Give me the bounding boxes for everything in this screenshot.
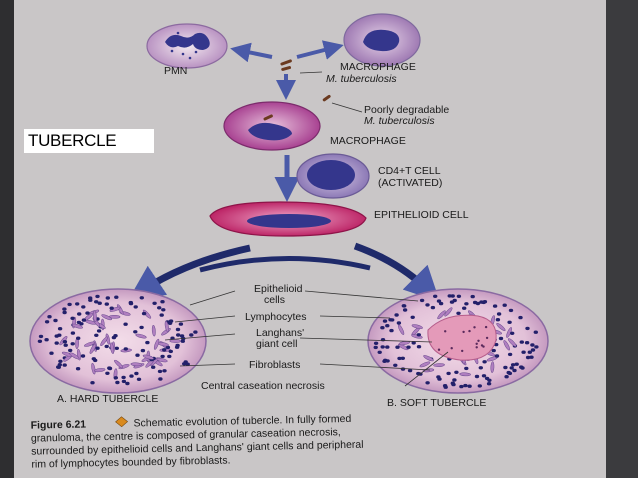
diamond-icon [115, 416, 129, 428]
macrophage-top-cell [343, 13, 421, 67]
arrows-top [230, 40, 344, 100]
caption-line1: Schematic evolution of tubercle. In full… [133, 413, 351, 430]
label-hard: A. HARD TUBERCLE [57, 393, 158, 405]
label-epithelioid-cells-1: Epithelioid [254, 283, 303, 295]
label-central: Central caseation necrosis [201, 380, 325, 392]
label-pmn: PMN [164, 65, 187, 77]
label-epithelioid-cells-2: cells [264, 294, 285, 306]
label-macrophage-mid: MACROPHAGE [330, 135, 406, 147]
label-mtb: M. tuberculosis [326, 73, 397, 85]
hard-tubercle-texture [37, 294, 198, 386]
label-poorly: Poorly degradable [364, 104, 449, 116]
tubercle-label: TUBERCLE [28, 131, 117, 150]
label-cd4-line1: CD4+T CELL [378, 165, 441, 177]
soft-tubercle [367, 288, 549, 394]
label-poorly-mtb: M. tuberculosis [364, 115, 435, 127]
cd4-t-cell [296, 153, 370, 199]
caption-line4: rim of lymphocytes bounded by fibroblast… [31, 454, 230, 470]
textbook-page [14, 0, 606, 478]
label-lymphocytes: Lymphocytes [245, 311, 306, 323]
left-band [0, 0, 14, 478]
caption-figure: Figure 6.21 [31, 418, 87, 431]
arrows-bottom [128, 242, 440, 302]
label-fibroblasts: Fibroblasts [249, 359, 300, 371]
label-cd4-line2: (ACTIVATED) [378, 177, 442, 189]
epithelioid-cell [209, 201, 367, 237]
hard-tubercle [29, 288, 207, 394]
tubercle-label-box: TUBERCLE [24, 129, 154, 153]
mtb-bacteria [280, 59, 331, 102]
label-macrophage-top: MACROPHAGE [340, 61, 416, 73]
macrophage-mid-cell [223, 101, 321, 151]
leader-lines [164, 71, 449, 387]
label-soft: B. SOFT TUBERCLE [387, 397, 486, 409]
label-epithelioid-cell: EPITHELIOID CELL [374, 209, 469, 221]
figure-caption: Figure 6.21 Schematic evolution of tuber… [31, 413, 364, 471]
right-band [606, 0, 638, 478]
label-langhans-1: Langhans' [256, 327, 304, 339]
pmn-cell [146, 23, 228, 69]
label-langhans-2: giant cell [256, 338, 297, 350]
